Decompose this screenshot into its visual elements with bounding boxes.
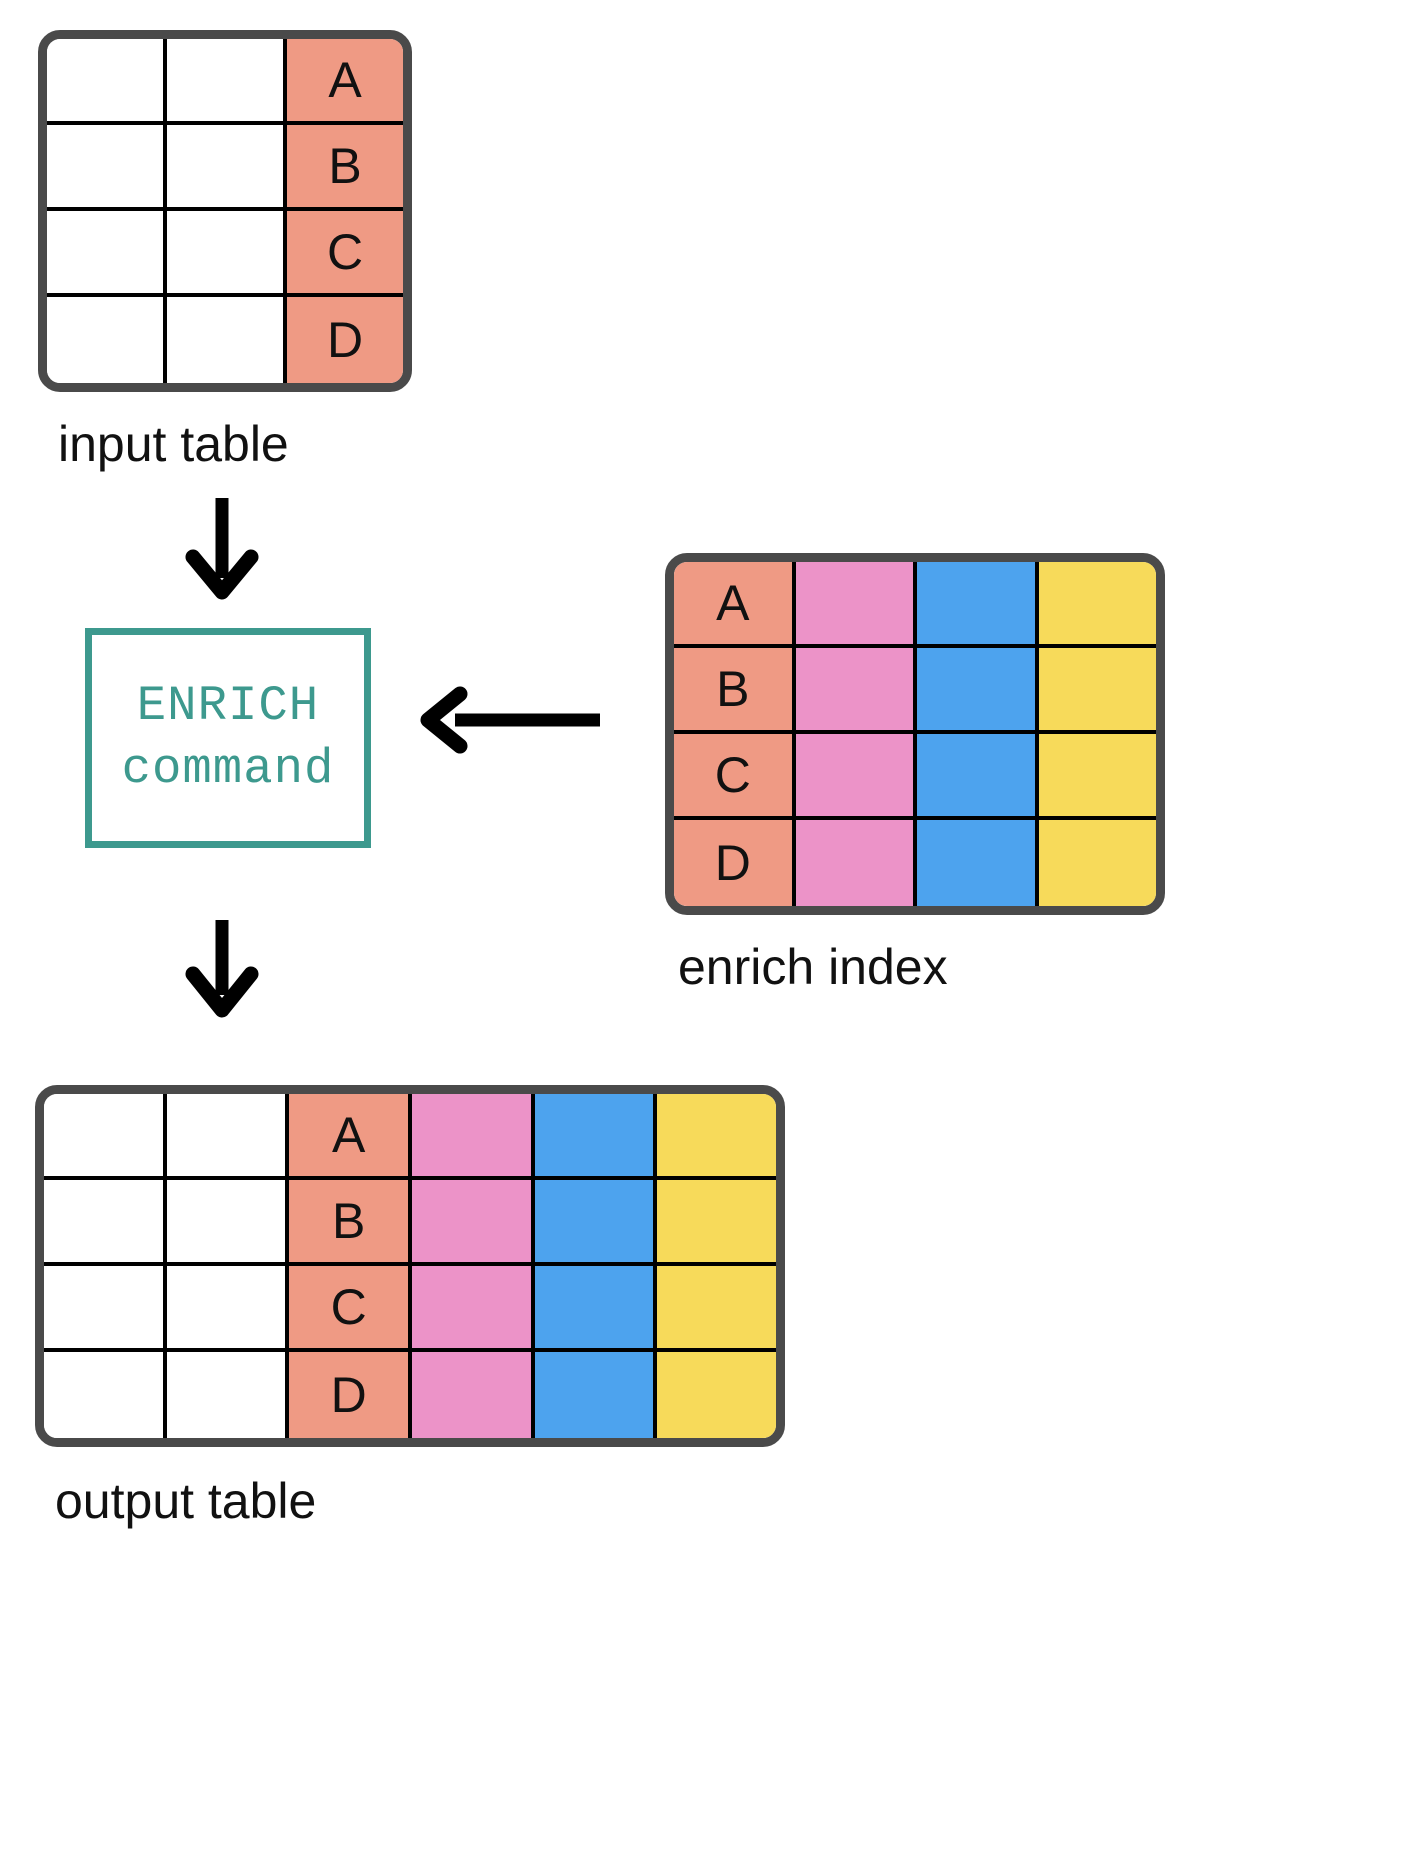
output-table-cell-r4c4: [412, 1352, 535, 1438]
output-table-cell-r1c4: [412, 1094, 535, 1180]
enrich-index-cell-r4c1: D: [674, 820, 796, 906]
output-table-cell-r4c1: [44, 1352, 167, 1438]
input-table-cell-r1c3: A: [287, 39, 403, 125]
output-table-cell-r4c2: [166, 1352, 290, 1438]
enrich-index-cell-r1c3: [917, 562, 1039, 648]
table-row: D: [44, 1352, 776, 1438]
table-row: A: [674, 562, 1156, 648]
enrich-index-cell-r3c1: C: [674, 734, 796, 820]
output-table-cell-r2c4: [412, 1180, 535, 1266]
table-row: B: [44, 1180, 776, 1266]
output-table-cell-r3c1: [44, 1266, 167, 1352]
enrich-index-cell-r3c4: [1038, 734, 1156, 820]
output-table-cell-r1c2: [166, 1094, 290, 1180]
arrow-input-to-command: [185, 498, 259, 600]
output-table-cell-r2c5: [534, 1180, 658, 1266]
table-row: C: [47, 211, 403, 297]
input-table-cell-r1c1: [47, 39, 167, 125]
input-table-cell-r4c1: [47, 297, 167, 383]
output-table-cell-r2c1: [44, 1180, 167, 1266]
command-line-1: ENRICH: [136, 678, 320, 735]
input-table-cell-r2c2: [167, 125, 287, 211]
enrich-index-cell-r3c3: [917, 734, 1039, 820]
enrich-index-cell-r2c1: B: [674, 648, 796, 734]
output-table-cell-r1c5: [534, 1094, 658, 1180]
enrich-index-cell-r1c4: [1038, 562, 1156, 648]
enrich-index-cell-r2c2: [795, 648, 917, 734]
input-table-cell-r3c1: [47, 211, 167, 297]
input-table-cell-r2c1: [47, 125, 167, 211]
enrich-index-cell-r3c2: [795, 734, 917, 820]
input-table-cell-r2c3: B: [287, 125, 403, 211]
arrow-command-to-output: [185, 920, 259, 1018]
table-row: C: [44, 1266, 776, 1352]
table-row: A: [44, 1094, 776, 1180]
enrich-index-cell-r2c4: [1038, 648, 1156, 734]
output-table-cell-r3c3: C: [289, 1266, 413, 1352]
output-table-cell-r1c1: [44, 1094, 167, 1180]
output-table-cell-r3c6: [657, 1266, 776, 1352]
enrich-command-box[interactable]: ENRICH command: [85, 628, 371, 848]
input-table-cell-r4c3: D: [287, 297, 403, 383]
output-table-cell-r2c3: B: [289, 1180, 413, 1266]
input-table-cell-r3c3: C: [287, 211, 403, 297]
enrich-index-cell-r1c1: A: [674, 562, 796, 648]
output-table-label: output table: [55, 1473, 317, 1529]
enrich-index-cell-r1c2: [795, 562, 917, 648]
output-table-cell-r4c6: [657, 1352, 776, 1438]
output-table-cell-r1c3: A: [289, 1094, 413, 1180]
output-table-cell-r4c3: D: [289, 1352, 413, 1438]
enrich-index-cell-r2c3: [917, 648, 1039, 734]
output-table-cell-r3c4: [412, 1266, 535, 1352]
output-table-cell-r2c6: [657, 1180, 776, 1266]
output-table-cell-r3c2: [166, 1266, 290, 1352]
enrich-index-cell-r4c4: [1038, 820, 1156, 906]
enrich-index-cell-r4c2: [795, 820, 917, 906]
input-table-cell-r1c2: [167, 39, 287, 125]
enrich-index-cell-r4c3: [917, 820, 1039, 906]
table-row: D: [47, 297, 403, 383]
table-row: A: [47, 39, 403, 125]
output-table-cell-r1c6: [657, 1094, 776, 1180]
table-row: D: [674, 820, 1156, 906]
output-table-cell-r2c2: [166, 1180, 290, 1266]
output-table-cell-r3c5: [534, 1266, 658, 1352]
input-table-cell-r4c2: [167, 297, 287, 383]
output-table-cell-r4c5: [534, 1352, 658, 1438]
enrich-index-label: enrich index: [678, 939, 948, 995]
input-table-label: input table: [58, 416, 289, 472]
arrow-index-to-command: [420, 686, 600, 754]
table-row: B: [47, 125, 403, 211]
command-line-2: command: [121, 741, 335, 797]
table-row: B: [674, 648, 1156, 734]
table-row: C: [674, 734, 1156, 820]
input-table-cell-r3c2: [167, 211, 287, 297]
